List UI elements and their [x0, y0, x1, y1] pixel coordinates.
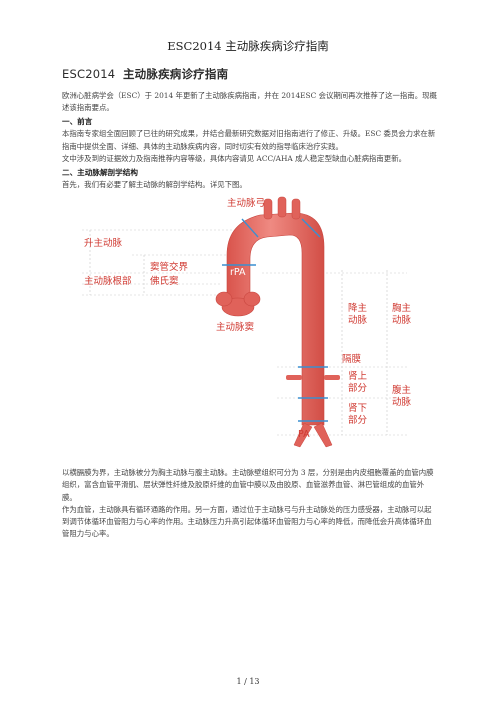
label-sinus-of-valsalva: 佛氏窦 [150, 276, 179, 288]
label-ascending-aorta: 升主动脉 [84, 238, 123, 250]
document-title: ESC2014 主动脉疾病诊疗指南 [62, 66, 437, 82]
label-pa: PA [298, 429, 310, 441]
segment-markers [222, 218, 328, 422]
aorta-anatomy-figure: 主动脉弓 升主动脉 窦管交界 主动脉根部 佛氏窦 rPA 主动脉窦 降主动脉 胸… [62, 195, 437, 457]
label-thoracic-aorta: 胸主动脉 [392, 303, 412, 327]
anatomy-paragraph-2: 作为血管，主动脉具有循环通路的作用。另一方面，通过位于主动脉弓与升主动脉处的压力… [62, 504, 432, 539]
aorta-vessel [215, 196, 340, 448]
section-heading-preface: 一、前言 [62, 117, 93, 127]
preface-paragraph-2: 文中涉及到的证据效力及指南推荐内容等级，具体内容请见 ACC/AHA 成人稳定型… [62, 153, 406, 163]
label-suprarenal: 肾上部分 [348, 371, 368, 395]
label-infrarenal: 肾下部分 [348, 403, 368, 427]
anatomy-text: 以横膈膜为界，主动脉被分为胸主动脉与腹主动脉。主动脉壁组织可分为 3 层，分别是… [62, 467, 437, 540]
intro-paragraph: 欧洲心脏病学会（ESC）于 2014 年更新了主动脉疾病指南，并在 2014ES… [62, 91, 437, 113]
label-diaphragm: 隔膜 [342, 354, 362, 366]
guide-lines [82, 229, 407, 436]
page-number: 1 / 13 [236, 677, 260, 686]
label-aortic-sinus: 主动脉窦 [216, 322, 255, 334]
label-descending-aorta: 降主动脉 [348, 303, 368, 327]
label-rpa: rPA [230, 267, 246, 279]
anatomy-lead: 首先，我们有必要了解主动脉的解剖学结构。详见下图。 [62, 180, 247, 190]
section-heading-anatomy: 二、主动脉解剖学结构 [62, 168, 138, 178]
label-aortic-root: 主动脉根部 [84, 276, 132, 288]
preface-paragraph-1: 本指南专家组全面回顾了已往的研究成果，并结合最新研究数据对旧指南进行了修正、升级… [62, 129, 436, 151]
anatomy-paragraph-1: 以横膈膜为界，主动脉被分为胸主动脉与腹主动脉。主动脉壁组织可分为 3 层，分别是… [62, 468, 434, 502]
label-abdominal-aorta: 腹主动脉 [392, 385, 412, 409]
page-header: ESC2014 主动脉疾病诊疗指南 [167, 39, 329, 53]
title-main: 主动脉疾病诊疗指南 [122, 67, 229, 81]
document-body: ESC2014 主动脉疾病诊疗指南 欧洲心脏病学会（ESC）于 2014 年更新… [62, 66, 437, 540]
label-sinotubular-junction: 窦管交界 [150, 262, 189, 274]
aorta-diagram [82, 196, 407, 448]
title-prefix: ESC2014 [62, 67, 116, 81]
label-aortic-arch: 主动脉弓 [227, 198, 266, 210]
